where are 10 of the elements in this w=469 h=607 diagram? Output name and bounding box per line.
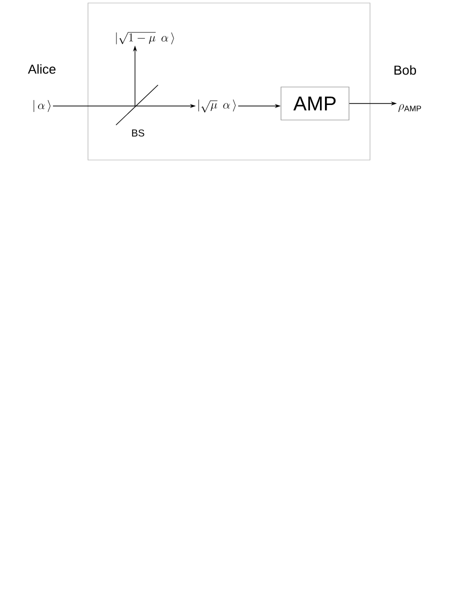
beam-splitter	[116, 84, 158, 126]
state-label: $|\sqrt{1-\mu}\;\,\alpha\,\rangle$	[116, 32, 174, 44]
amplifier-box: AMP	[280, 86, 350, 120]
state-label: $\rho_{\mathrm{AMP}}$	[398, 104, 422, 112]
frame-box	[88, 2, 370, 160]
state-label: $|\,\alpha\,\rangle$	[34, 100, 50, 112]
beside-label: Bob	[394, 65, 416, 75]
state-label: $|\sqrt{\mu}\;\,\alpha\,\rangle$	[198, 99, 236, 113]
beside-label: BS	[132, 129, 144, 137]
beside-label: Alice	[28, 64, 56, 74]
